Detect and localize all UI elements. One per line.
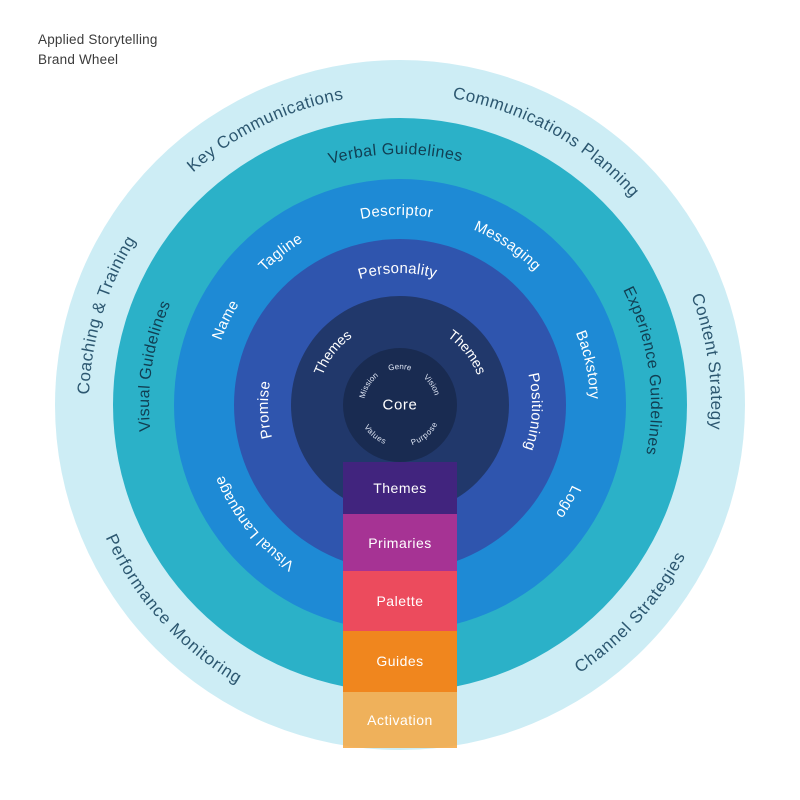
title-line2: Brand Wheel — [38, 51, 119, 67]
diagram-title: Applied Storytelling Brand Wheel — [38, 30, 158, 69]
svg-text:Promise: Promise — [254, 379, 275, 440]
svg-text:Genre: Genre — [387, 361, 413, 372]
svg-text:Descriptor: Descriptor — [359, 201, 435, 222]
column-segment-palette — [343, 571, 457, 631]
core-circle — [343, 348, 457, 462]
column-segment-primaries — [343, 514, 457, 571]
svg-text:Personality: Personality — [356, 259, 439, 282]
column-label-themes: Themes — [373, 480, 427, 496]
column-segment-themes — [343, 462, 457, 514]
column-label-palette: Palette — [376, 593, 423, 609]
column-label-guides: Guides — [376, 653, 423, 669]
column-label-activation: Activation — [367, 712, 433, 728]
column-label-primaries: Primaries — [368, 535, 432, 551]
column-segment-guides — [343, 631, 457, 692]
title-line1: Applied Storytelling — [38, 32, 158, 47]
ring-label-promise: Promise — [254, 379, 275, 440]
ring-label-personality: Personality — [356, 259, 439, 282]
column-segment-activation — [343, 692, 457, 748]
ring-label-descriptor: Descriptor — [359, 201, 434, 222]
core-label: Core — [383, 397, 418, 414]
core-word-genre: Genre — [387, 361, 413, 372]
